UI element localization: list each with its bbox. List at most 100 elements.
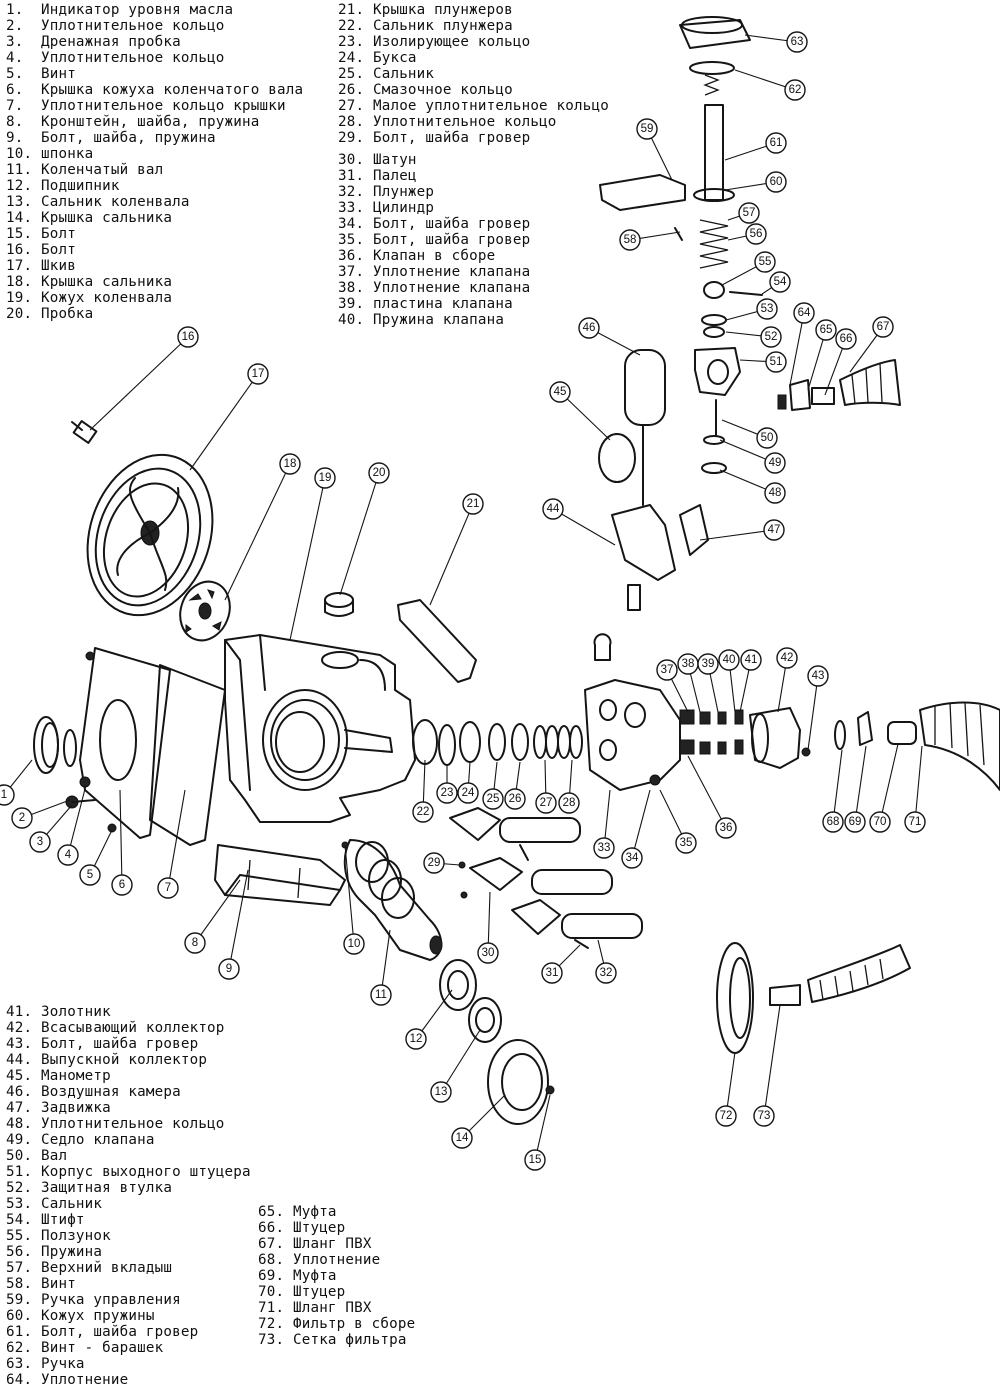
callout-number: 8 xyxy=(192,937,198,949)
callout-leader-45 xyxy=(559,391,611,441)
legend-entry: 12. Подшипник xyxy=(6,178,120,194)
callout-38: 38 xyxy=(677,653,699,675)
callout-circle xyxy=(822,811,844,833)
callout-circle xyxy=(541,962,563,984)
callout-leader-9 xyxy=(228,869,249,970)
callout-number: 52 xyxy=(765,331,778,343)
callout-leader-69 xyxy=(854,745,867,823)
callout-leader-20 xyxy=(339,472,380,596)
callout-64: 64 xyxy=(793,302,815,324)
callout-number: 49 xyxy=(769,457,782,469)
callout-47: 47 xyxy=(763,519,785,541)
callout-circle xyxy=(763,519,785,541)
legend-entry: 32. Плунжер xyxy=(338,184,435,200)
callout-71: 71 xyxy=(904,811,926,833)
bracket-8-drawing xyxy=(214,844,346,906)
callout-55: 55 xyxy=(754,251,776,273)
callout-11: 11 xyxy=(370,984,392,1006)
pressure-regulator-drawing xyxy=(599,16,763,474)
callout-number: 16 xyxy=(182,331,195,343)
legend-entry: 33. Цилиндр xyxy=(338,200,435,216)
callout-48: 48 xyxy=(764,482,786,504)
callout-number: 31 xyxy=(546,967,559,979)
callout-leader-19 xyxy=(289,477,326,641)
legend-entry: 64. Уплотнение xyxy=(6,1372,129,1388)
callout-number: 3 xyxy=(37,836,43,848)
callout-number: 12 xyxy=(410,1033,423,1045)
legend-entry: 71. Шланг ПВХ xyxy=(258,1300,372,1316)
callout-29: 29 xyxy=(423,852,445,874)
callout-number: 64 xyxy=(798,307,811,319)
callout-circle xyxy=(807,665,829,687)
legend-entry: 49. Седло клапана xyxy=(6,1132,155,1148)
callout-circle xyxy=(535,792,557,814)
callout-circle xyxy=(57,844,79,866)
legend-entry: 48. Уплотнительное кольцо xyxy=(6,1116,225,1132)
callout-number: 47 xyxy=(768,524,781,536)
callout-circle xyxy=(451,1127,473,1149)
callout-40: 40 xyxy=(718,649,740,671)
legend-entry: 59. Ручка управления xyxy=(6,1292,181,1308)
oil-indicator-drawing xyxy=(33,716,77,774)
filter-and-hose-drawing xyxy=(716,942,911,1054)
callout-number: 35 xyxy=(680,837,693,849)
callout-24: 24 xyxy=(457,782,479,804)
callout-number: 44 xyxy=(547,503,560,515)
callout-circle xyxy=(314,467,336,489)
callout-16: 16 xyxy=(177,326,199,348)
plug-20-drawing xyxy=(324,592,354,617)
callout-3: 3 xyxy=(29,831,51,853)
legend-entry: 65. Муфта xyxy=(258,1204,337,1220)
callout-number: 53 xyxy=(761,303,774,315)
bolt-16-drawing xyxy=(71,420,98,444)
callout-leader-16 xyxy=(89,336,189,431)
legend-entry: 67. Шланг ПВХ xyxy=(258,1236,372,1252)
callout-number: 59 xyxy=(641,123,654,135)
legend-entry: 18. Крышка сальника xyxy=(6,274,173,290)
callout-26: 26 xyxy=(504,788,526,810)
callout-leader-68 xyxy=(832,749,843,823)
callout-number: 71 xyxy=(909,816,922,828)
callout-circle xyxy=(462,493,484,515)
legend-entry: 20. Пробка xyxy=(6,306,94,322)
legend-entry: 58. Винт xyxy=(6,1276,76,1292)
callout-58: 58 xyxy=(619,229,641,251)
callout-65: 65 xyxy=(815,319,837,341)
callout-number: 38 xyxy=(682,658,695,670)
callout-circle xyxy=(578,317,600,339)
callout-circle xyxy=(636,118,658,140)
callout-leader-4 xyxy=(67,784,87,856)
callout-leader-71 xyxy=(914,745,923,823)
callout-number: 24 xyxy=(462,787,475,799)
legend-entry: 13. Сальник коленвала xyxy=(6,194,190,210)
legend-entry: 2. Уплотнительное кольцо xyxy=(6,18,225,34)
callout-leader-10 xyxy=(344,844,355,945)
legend-entry: 45. Манометр xyxy=(6,1068,111,1084)
callout-circle xyxy=(0,784,15,806)
callout-number: 26 xyxy=(509,793,522,805)
legend-entry: 6. Крышка кожуха коленчатого вала xyxy=(6,82,304,98)
callout-number: 34 xyxy=(626,852,639,864)
callout-27: 27 xyxy=(535,792,557,814)
callout-number: 14 xyxy=(456,1132,469,1144)
callout-50: 50 xyxy=(756,427,778,449)
callout-number: 15 xyxy=(529,1154,542,1166)
legend-entry: 72. Фильтр в сборе xyxy=(258,1316,416,1332)
callout-45: 45 xyxy=(549,381,571,403)
callout-leader-17 xyxy=(189,373,259,471)
legend-entry: 9. Болт, шайба, пружина xyxy=(6,130,216,146)
callout-circle xyxy=(776,647,798,669)
callout-61: 61 xyxy=(765,132,787,154)
callout-circle xyxy=(756,298,778,320)
callout-number: 60 xyxy=(770,176,783,188)
legend-entry: 16. Болт xyxy=(6,242,76,258)
callout-circle xyxy=(621,847,643,869)
callout-number: 19 xyxy=(319,472,332,484)
cylinder-block-drawing xyxy=(584,679,681,791)
callout-circle xyxy=(619,229,641,251)
legend-entry: 31. Палец xyxy=(338,168,417,184)
legend-entry: 24. Букса xyxy=(338,50,417,66)
callout-leader-34 xyxy=(631,789,651,859)
